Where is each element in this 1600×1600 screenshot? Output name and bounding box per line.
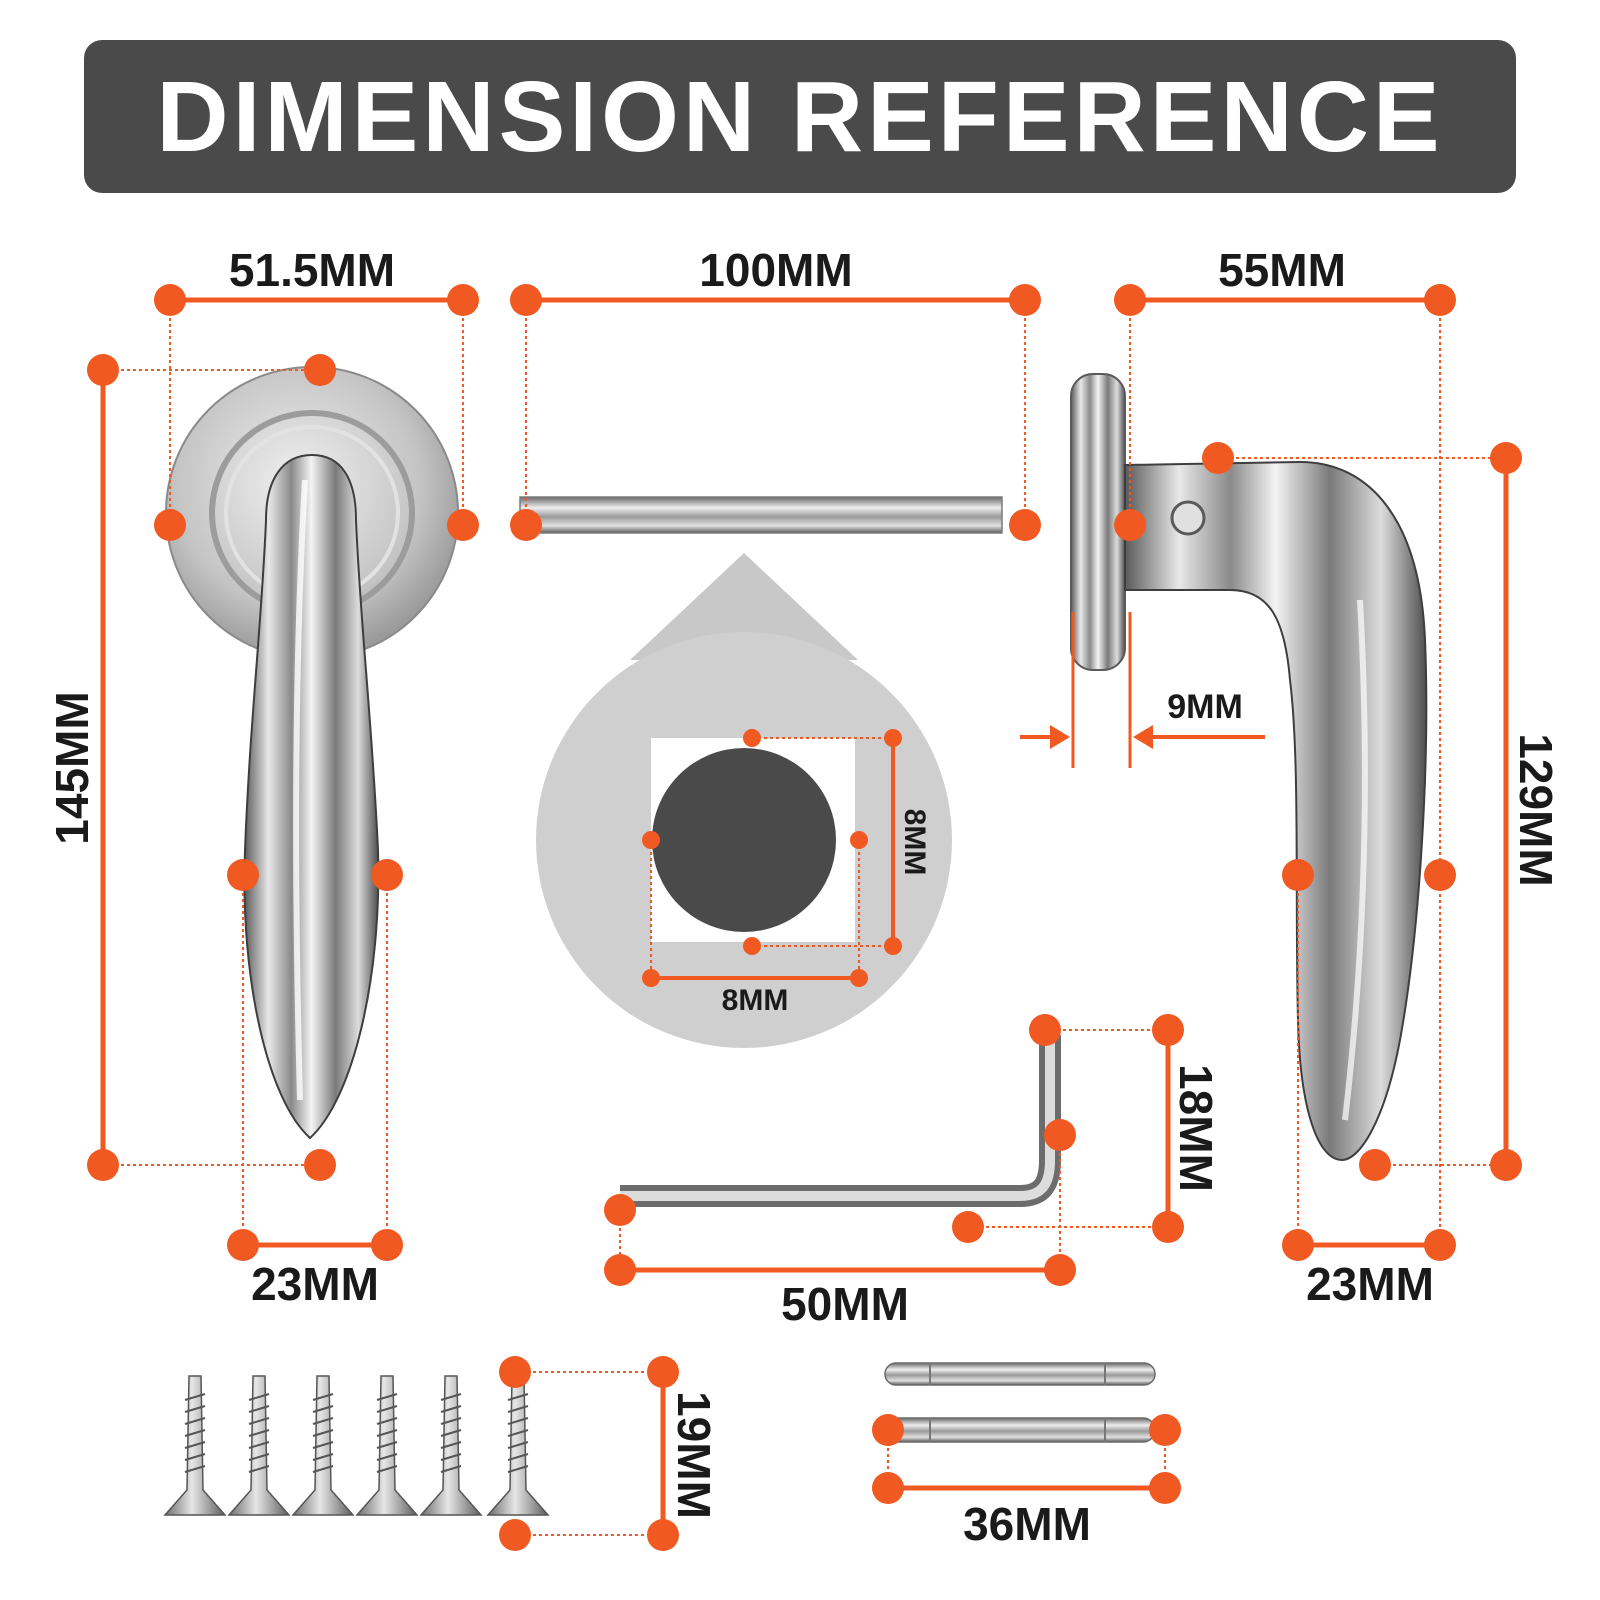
title-banner: DIMENSION REFERENCE [84,40,1516,193]
label-key-height: 18MM [1170,1064,1222,1192]
label-handle-height: 145MM [46,691,98,844]
spindle-cross-section [536,553,952,1048]
dimension-arrows [1050,725,1153,749]
page-title: DIMENSION REFERENCE [156,60,1444,173]
label-spindle-section-height: 8MM [898,809,931,876]
label-key-length: 50MM [781,1278,909,1330]
screw [486,1375,550,1516]
dimension-lines [100,297,1509,1536]
screw [419,1375,483,1516]
connecting-pins [884,1362,1156,1443]
label-spindle-section-width: 8MM [722,984,789,1017]
callout-pointer [630,553,858,660]
label-rose-thickness: 9MM [1167,688,1243,726]
label-side-projection: 55MM [1218,244,1346,296]
screws [163,1375,550,1516]
label-screw-length: 19MM [668,1391,720,1519]
connecting-pin [884,1362,1156,1386]
dimension-dots [87,284,1522,1551]
set-screw [1170,500,1206,536]
lever-handle-side [1070,373,1428,1162]
spindle-bar [519,496,1003,534]
label-spindle-length: 100MM [699,244,852,296]
screw [163,1375,227,1516]
screw [355,1375,419,1516]
screw [227,1375,291,1516]
lever-handle-front [165,366,459,1140]
label-side-grip-width: 23MM [1306,1258,1434,1310]
dark-circle [652,748,836,932]
label-pin-length: 36MM [963,1498,1091,1550]
screw [291,1375,355,1516]
label-rose-width: 51.5MM [229,244,395,296]
connecting-pin [884,1417,1156,1443]
handle-side-body [1124,460,1428,1162]
handle-front-body [243,453,380,1140]
label-side-height: 129MM [1510,733,1562,886]
allen-key [620,1035,1061,1207]
label-handle-grip-width: 23MM [251,1258,379,1310]
